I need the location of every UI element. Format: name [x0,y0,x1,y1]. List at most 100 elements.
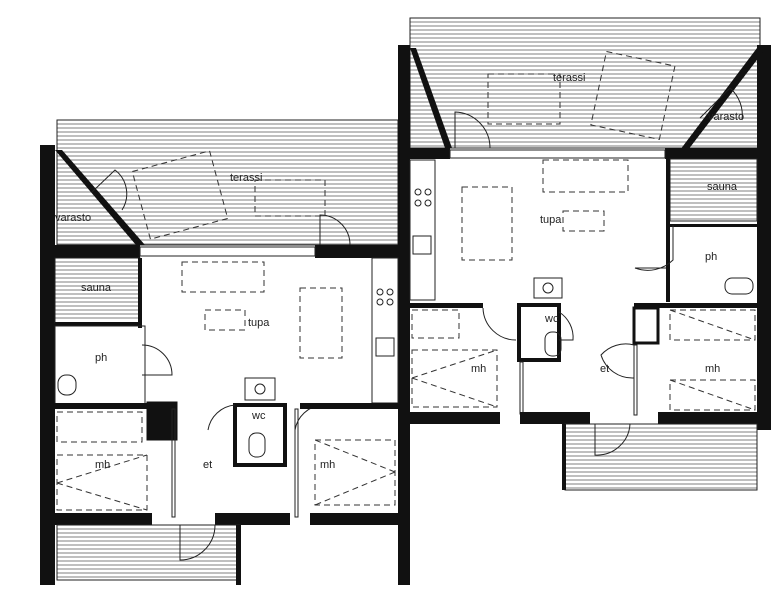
door [207,404,236,431]
left-bathroom [54,325,146,407]
terrace-table [487,73,561,125]
middle-wall [398,150,410,585]
wall [757,45,771,430]
wall [215,513,290,525]
sofa [181,261,265,293]
label-living: tupa [248,317,270,329]
label-terrace: terassi [230,172,262,184]
wardrobe [56,411,143,443]
bed [411,349,498,408]
label-hall: et [203,459,212,471]
toilet-icon [248,432,266,458]
fireplace [244,377,276,401]
terrace-table [254,179,326,217]
wall [634,303,770,308]
left-terrace [56,119,399,246]
label-terrace: terassi [553,72,585,84]
label-bedroom: mh [705,363,720,375]
wall [146,401,178,441]
bed [56,454,148,511]
left-wc [233,403,287,467]
door [454,111,491,149]
door [594,423,631,456]
wall [398,45,410,155]
stove-icon [376,298,384,306]
label-bathroom: ph [705,251,717,263]
label-toilet: wc [251,410,266,422]
room-labels: terassi varasto sauna tupa ph wc mh et m… [55,72,744,471]
stove-icon [414,199,422,207]
sofa [542,159,629,193]
wall [40,513,152,525]
wall [300,403,398,409]
right-unit [398,17,771,491]
toilet-icon [544,331,562,357]
wall [410,48,452,148]
toilet-icon [57,374,77,396]
label-toilet: wc [544,313,559,325]
stove-icon [386,298,394,306]
wall [658,412,770,424]
door [634,225,674,271]
label-sauna: sauna [81,282,112,294]
terrace-hatching [55,21,760,578]
wall [633,344,638,416]
bed [411,349,498,408]
sink-icon [375,337,395,357]
dining-table [461,186,513,261]
bed [314,439,396,506]
coffee-table [562,210,605,232]
label-sauna: sauna [707,181,738,193]
wall [666,159,670,302]
wall [171,408,176,518]
wall [40,403,150,409]
wall [55,322,140,326]
sunbeds [590,50,676,141]
wall [410,412,500,424]
stove-icon [424,188,432,196]
wall [294,408,299,518]
label-bedroom: mh [320,459,335,471]
toilet-icon [724,277,754,295]
door [600,343,635,379]
door [558,311,574,341]
left-diagonal-wall [55,150,145,245]
wall [40,245,140,258]
fireplace-icon [542,282,554,294]
window [449,149,666,159]
stove-icon [376,288,384,296]
door [141,344,173,376]
dining-table [299,287,343,359]
stove-icon [424,199,432,207]
stove-icon [414,188,422,196]
label-storage: varasto [708,111,744,123]
label-hall: et [600,363,609,375]
wall [138,258,142,328]
sink-icon [412,235,432,255]
door [179,524,216,561]
wall [665,148,770,159]
wall [310,513,398,525]
window [139,246,316,257]
fireplace [533,277,563,299]
door [699,87,743,121]
door [482,307,517,341]
label-storage: varasto [55,212,91,224]
label-bedroom: mh [95,459,110,471]
bed [314,439,396,506]
wall [520,412,590,424]
door [319,214,351,246]
wall [410,148,450,159]
stove-icon [386,288,394,296]
label-living: tupa [540,214,562,226]
right-wc [517,303,561,362]
bed [669,309,756,411]
door [91,169,128,211]
wall [680,48,763,150]
wardrobe [669,309,756,341]
left-kitchen [371,257,399,404]
bed [669,379,756,411]
wall [562,424,566,490]
label-bathroom: ph [95,352,107,364]
